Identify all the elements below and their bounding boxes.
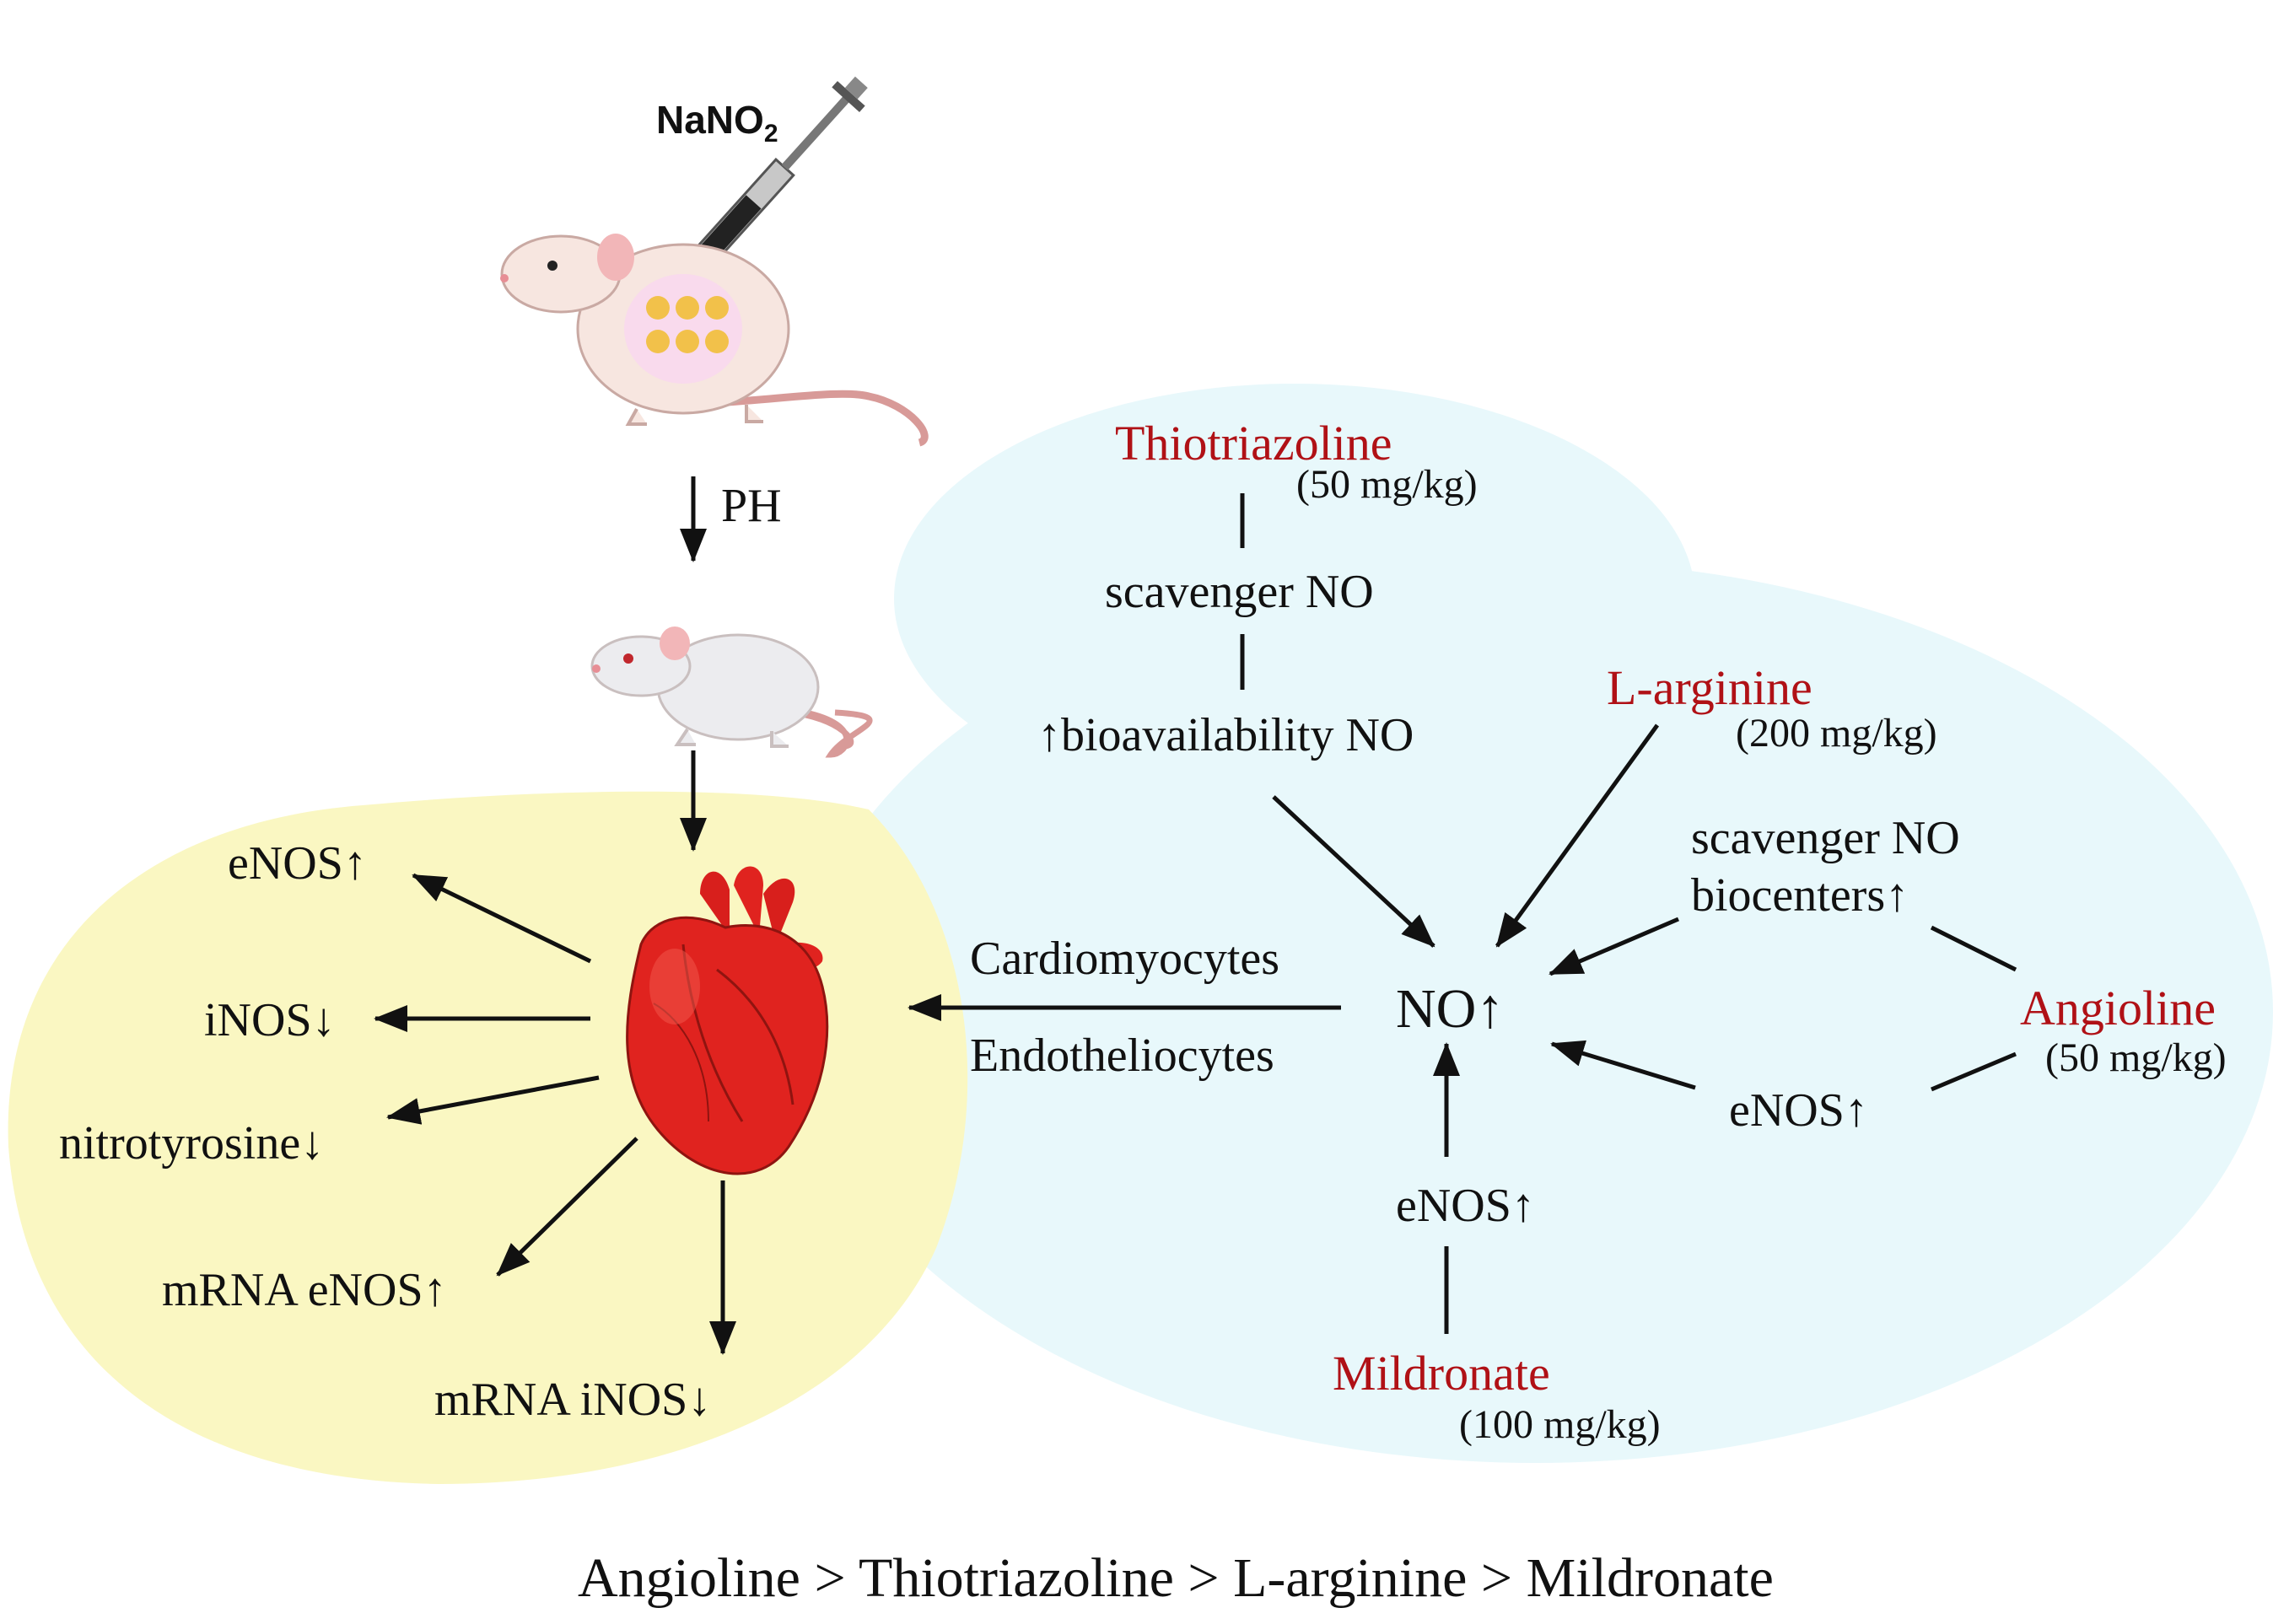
heart-icon bbox=[626, 866, 829, 1175]
angioline-effect-biocenters: biocenters↑ bbox=[1691, 869, 1909, 922]
mildronate-effect-enos: eNOS↑ bbox=[1396, 1180, 1535, 1232]
thiotriazoline-effect-bioavailability: ↑bioavailability NO bbox=[1037, 709, 1414, 761]
connector-line bbox=[1930, 925, 2017, 972]
angioline-dose: (50 mg/kg) bbox=[2045, 1035, 2227, 1080]
l-arginine-name: L-arginine bbox=[1607, 660, 1812, 715]
center-no-label: NO↑ bbox=[1396, 978, 1504, 1040]
heart-effect-mrna-enos: mRNA eNOS↑ bbox=[162, 1264, 447, 1316]
heart-effect-mrna-inos: mRNA iNOS↓ bbox=[434, 1374, 711, 1426]
thiotriazoline-arrow bbox=[1272, 795, 1435, 948]
thiotriazoline-name: Thiotriazoline bbox=[1115, 416, 1392, 471]
angioline-enos-arrow bbox=[1550, 1040, 1696, 1090]
injection-label: NaNO2 bbox=[656, 98, 778, 148]
angioline-name: Angioline bbox=[2020, 981, 2216, 1035]
cells-top-label: Cardiomyocytes bbox=[970, 933, 1279, 985]
mildronate-dose: (100 mg/kg) bbox=[1459, 1402, 1661, 1447]
angioline-effect-enos: eNOS↑ bbox=[1729, 1084, 1868, 1137]
heart-effect-nitrotyrosine: nitrotyrosine↓ bbox=[59, 1117, 324, 1170]
heart-effect-inos: iNOS↓ bbox=[204, 994, 336, 1046]
ph-label: PH bbox=[721, 480, 782, 532]
thiotriazoline-dose: (50 mg/kg) bbox=[1296, 462, 1478, 507]
blue-mechanism-region bbox=[797, 384, 2273, 1463]
cells-bottom-label: Endotheliocytes bbox=[970, 1030, 1274, 1082]
l-arginine-dose: (200 mg/kg) bbox=[1736, 711, 1937, 756]
mouse-icon bbox=[500, 234, 929, 447]
heart-effect-arrow bbox=[496, 1137, 638, 1277]
thiotriazoline-effect-scavenger: scavenger NO bbox=[1105, 566, 1374, 618]
heart-effect-enos: eNOS↑ bbox=[228, 837, 367, 890]
mildronate-name: Mildronate bbox=[1333, 1346, 1550, 1401]
l-arginine-arrow bbox=[1495, 723, 1660, 948]
angioline-effect-scavenger: scavenger NO bbox=[1691, 812, 1960, 864]
angioline-scavenger-arrow bbox=[1549, 917, 1679, 976]
mouse-icon bbox=[590, 626, 873, 758]
connector-line bbox=[1931, 1051, 2017, 1092]
heart-effect-arrow bbox=[386, 1075, 600, 1125]
heart-effect-arrow bbox=[412, 873, 592, 964]
efficacy-ranking: Angioline > Thiotriazoline > L-arginine … bbox=[578, 1547, 1774, 1609]
